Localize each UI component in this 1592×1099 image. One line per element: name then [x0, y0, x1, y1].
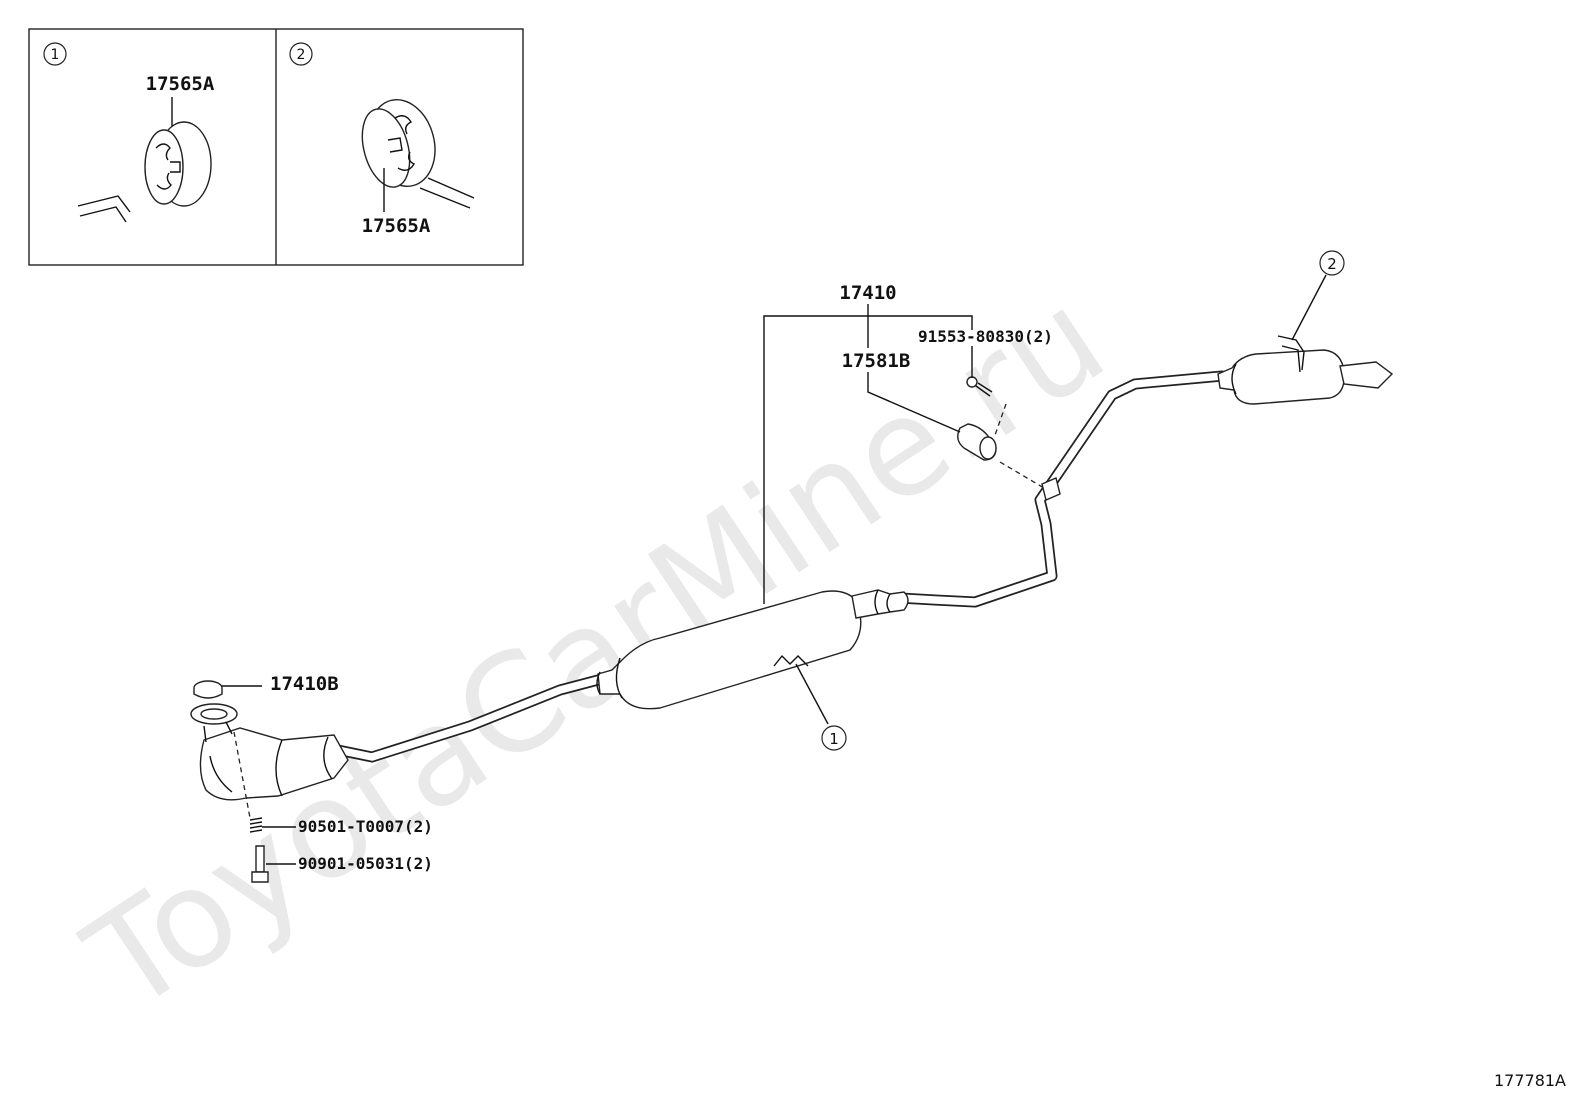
inset-1-marker-circle — [43, 42, 67, 66]
exhaust-pipe — [332, 370, 1228, 763]
label-17410b: 17410B — [270, 673, 339, 695]
front-bolt — [251, 845, 269, 883]
label-17581b: 17581B — [842, 350, 911, 372]
inset-1: 1 17565A — [43, 42, 215, 223]
pipe-hanger-bracket — [1041, 477, 1061, 501]
marker-1-circle — [821, 725, 847, 751]
figure-id: 177781A — [1494, 1071, 1566, 1090]
inset-2-label: 17565A — [362, 215, 431, 237]
hanger-rubber-icon — [144, 121, 212, 207]
inset-1-label: 17565A — [146, 73, 215, 95]
front-gasket — [193, 680, 223, 699]
dash-upper — [993, 403, 1045, 489]
pipe-ring-gasket — [957, 423, 997, 461]
inset-2-marker-circle — [289, 42, 313, 66]
marker-2-circle — [1319, 250, 1345, 276]
label-90901-05031: 90901-05031(2) — [298, 854, 433, 873]
inset-1-marker: 1 — [51, 47, 60, 63]
inset-2: 2 17565A — [289, 42, 475, 237]
detail-insets: 1 17565A 2 17565A — [28, 28, 524, 266]
label-17410: 17410 — [839, 282, 896, 304]
hanger-rubber-icon — [361, 98, 436, 188]
hanger-rod-icon — [419, 177, 475, 209]
leader-lines — [222, 274, 1327, 865]
marker-1: 1 — [829, 730, 839, 748]
center-muffler — [596, 589, 909, 710]
dash-front — [233, 731, 251, 819]
front-spring — [249, 817, 263, 833]
marker-2: 2 — [1327, 255, 1337, 273]
label-90501-t0007: 90501-T0007(2) — [298, 817, 433, 836]
inset-2-marker: 2 — [297, 47, 306, 63]
catalytic-converter — [190, 703, 349, 801]
rear-muffler — [1217, 335, 1394, 405]
hanger-rod-icon — [77, 195, 131, 223]
label-91553-80830: 91553-80830(2) — [918, 327, 1053, 346]
